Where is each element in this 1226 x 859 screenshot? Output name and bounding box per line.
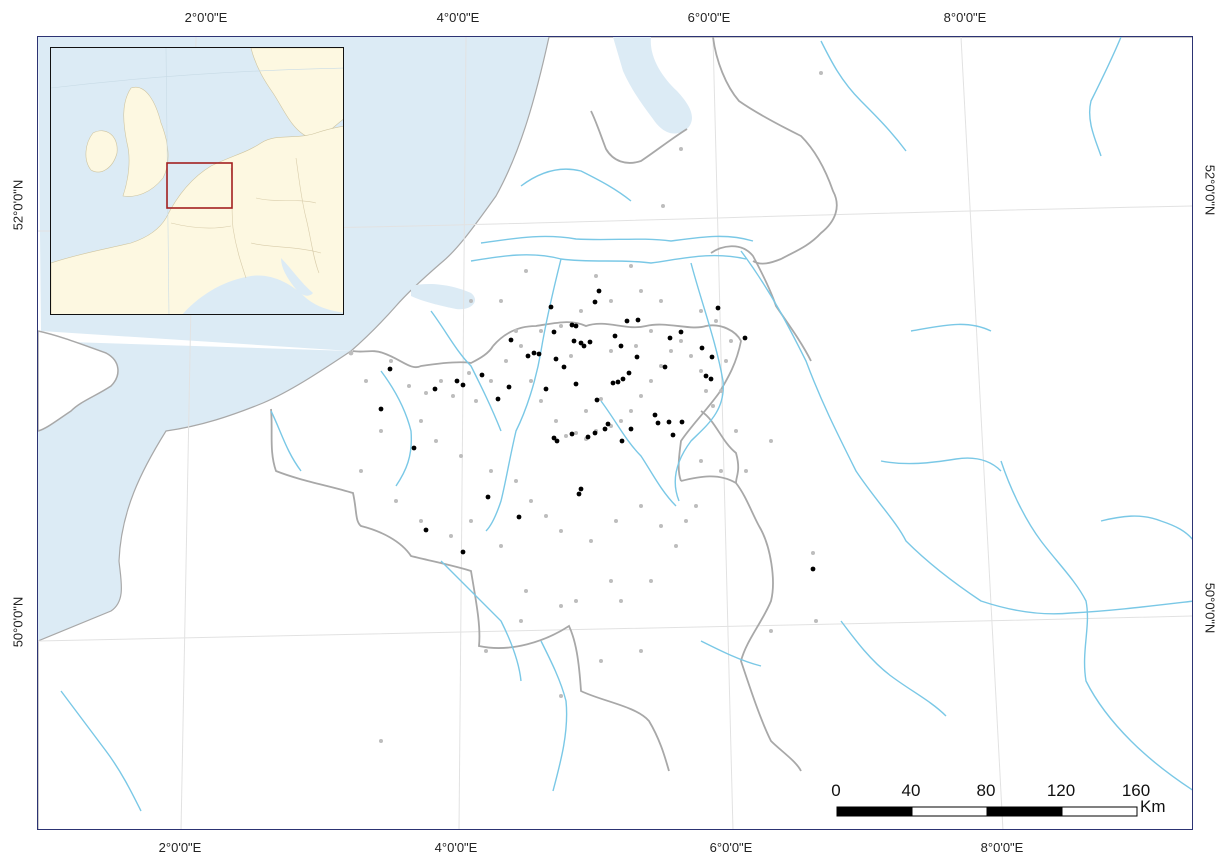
graticule-label-bottom-6e: 6°0'0"E (709, 840, 753, 855)
sites-primary (378, 288, 816, 572)
country-borders (270, 37, 838, 772)
graticule-label-left-52n: 52°0'0"N (10, 179, 26, 231)
scale-tick-80: 80 (976, 781, 996, 800)
inset-adriatic (281, 258, 313, 296)
scale-tick-160: 160 (1121, 781, 1151, 800)
inset-extent-box (166, 162, 233, 209)
sites-secondary (348, 71, 823, 743)
channel-sea (38, 541, 111, 641)
inset-locator-map (50, 47, 344, 315)
graticule-label-top-6e: 6°0'0"E (687, 10, 731, 25)
continent-west (38, 37, 1192, 829)
scale-bar (836, 806, 1138, 817)
inset-canvas (51, 48, 343, 314)
england-coast (38, 330, 119, 432)
ijssel-lake (613, 37, 692, 134)
graticule-label-bottom-2e: 2°0'0"E (158, 840, 202, 855)
graticule-label-top-8e: 8°0'0"E (943, 10, 987, 25)
scale-unit-label: Km (1140, 797, 1166, 816)
graticule-label-top-2e: 2°0'0"E (184, 10, 228, 25)
graticule-label-right-50n: 50°0'0"N (1202, 582, 1218, 634)
graticule-label-top-4e: 4°0'0"E (436, 10, 480, 25)
inset-mediterranean (182, 275, 343, 314)
estuary-zeeland (411, 283, 476, 310)
inset-britain (122, 86, 169, 197)
inset-borders (170, 157, 322, 279)
rivers (60, 37, 1192, 812)
sea-area-south (38, 341, 351, 641)
scale-tick-0: 0 (831, 781, 841, 800)
graticule-label-bottom-4e: 4°0'0"E (434, 840, 478, 855)
scale-tick-40: 40 (901, 781, 921, 800)
graticule-label-left-50n: 50°0'0"N (10, 596, 26, 648)
graticule-label-right-52n: 52°0'0"N (1202, 164, 1218, 216)
inset-ireland (85, 130, 118, 173)
graticule-label-bottom-8e: 8°0'0"E (980, 840, 1024, 855)
inset-continent (51, 126, 343, 314)
scale-tick-120: 120 (1046, 781, 1076, 800)
